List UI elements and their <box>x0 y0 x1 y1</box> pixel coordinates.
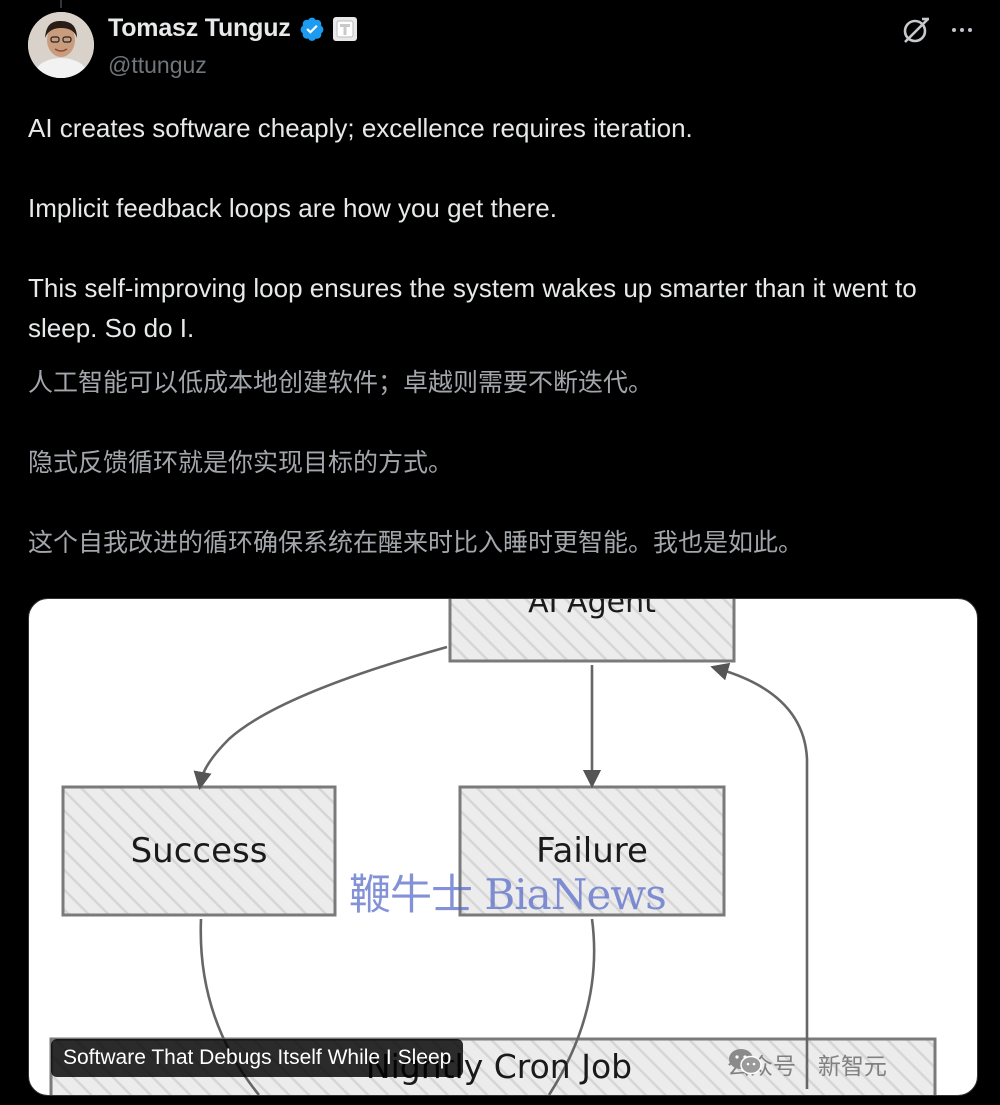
post-text-zh-line2: 隐式反馈循环就是你实现目标的方式。 <box>28 448 454 477</box>
diagram-line-failure-cron <box>547 918 596 1095</box>
post-text-zh-line1: 人工智能可以低成本地创建软件；卓越则需要不断迭代。 <box>28 368 654 397</box>
author-handle[interactable]: @ttunguz <box>108 52 207 78</box>
author-name-row: Tomasz Tunguz <box>108 14 357 43</box>
wechat-icon <box>729 1049 762 1075</box>
diagram-node-failure <box>458 785 726 917</box>
affiliation-badge-icon[interactable] <box>332 16 357 41</box>
wechat-watermark: 公众号 · 新智元 <box>727 1047 887 1081</box>
post-text-en-line2: Implicit feedback loops are how you get … <box>28 193 557 223</box>
verified-badge-icon[interactable] <box>299 16 325 42</box>
diagram-label-ai-agent: AI Agent <box>528 598 656 620</box>
thread-connector-line <box>60 0 62 8</box>
author-display-name[interactable]: Tomasz Tunguz <box>108 14 291 42</box>
grok-icon[interactable] <box>900 14 932 46</box>
diagram-label-failure: Failure <box>536 831 648 871</box>
post-text-en-line1: AI creates software cheaply; excellence … <box>28 113 693 143</box>
post-text-en-line3: This self-improving loop ensures the sys… <box>28 273 917 343</box>
avatar[interactable] <box>28 12 94 78</box>
diagram-label-success: Success <box>130 831 268 871</box>
bianews-watermark: 鞭牛士 BiaNews <box>349 870 667 919</box>
diagram-canvas <box>49 599 937 1095</box>
diagram-node-ai-agent <box>448 599 736 663</box>
more-options-icon[interactable] <box>946 14 978 46</box>
media-caption: Software That Debugs Itself While I Slee… <box>51 1039 464 1077</box>
post-media-image[interactable]: AI Agent Success Failure Nightly Cron Jo… <box>28 598 978 1096</box>
avatar-portrait-icon <box>28 12 94 78</box>
diagram-node-success <box>61 785 337 917</box>
post-text-zh-line3: 这个自我改进的循环确保系统在醒来时比入睡时更智能。我也是如此。 <box>28 528 804 557</box>
diagram-arrow-cron-agent <box>710 662 809 1089</box>
diagram-arrow-agent-success <box>193 645 448 790</box>
